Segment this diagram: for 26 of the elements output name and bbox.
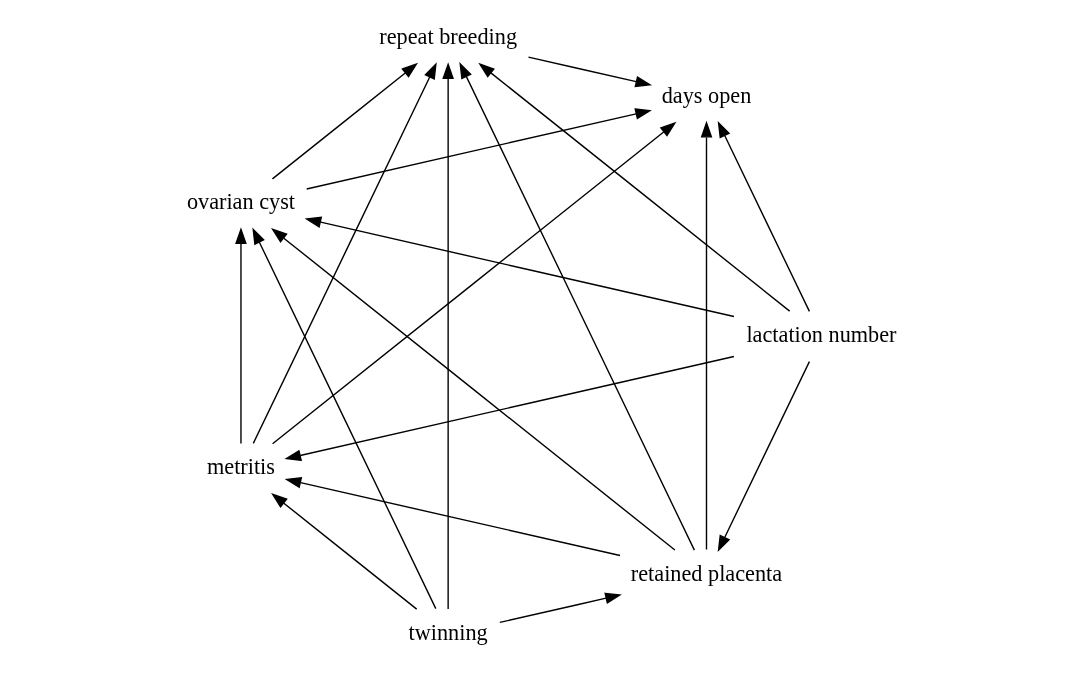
node-text: twinning [408, 619, 488, 645]
arrow [271, 227, 676, 551]
arrow [271, 62, 419, 180]
node-text: lactation number [746, 321, 897, 347]
arrow [304, 216, 735, 318]
arrow [306, 108, 652, 190]
arrow [717, 120, 811, 313]
arrow [499, 592, 622, 624]
node-text: repeat breeding [379, 24, 518, 50]
arrow [700, 120, 713, 551]
arrow [478, 62, 791, 312]
node-text: ovarian cyst [186, 189, 296, 215]
arrow [527, 56, 653, 88]
arrow [235, 227, 247, 445]
arrow [271, 121, 677, 445]
arrow [252, 227, 437, 610]
node-text: retained placenta [630, 560, 783, 586]
arrow [284, 355, 735, 462]
node-text: days open [661, 83, 752, 109]
arrow [252, 62, 437, 445]
arrow [717, 360, 811, 553]
arrow [284, 476, 621, 557]
arrow [442, 62, 454, 610]
arrow [271, 493, 418, 610]
node-text: metritis [206, 454, 275, 480]
arrow [459, 62, 696, 551]
